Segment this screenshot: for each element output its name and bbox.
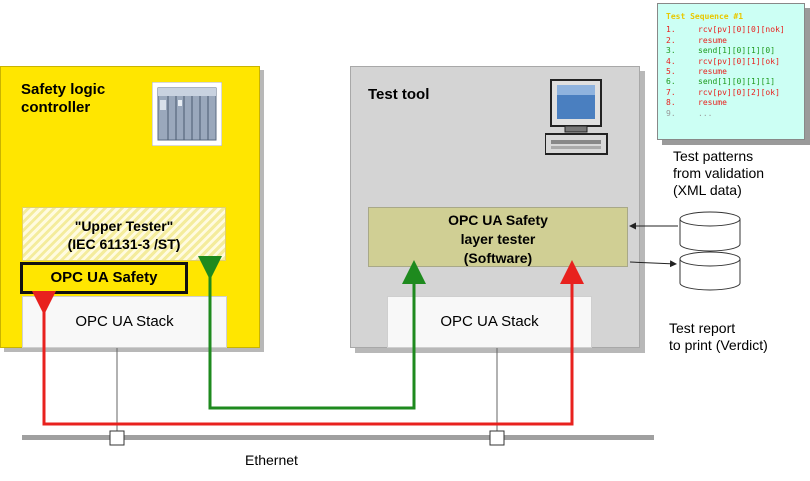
- layer-tester-line2: layer tester: [460, 231, 536, 247]
- test-sequence-step-number: 8.: [666, 98, 676, 108]
- test-sequence-row: 1. rcv[pv][0][0][nok]: [666, 25, 804, 35]
- test-patterns-line1: Test patterns: [673, 148, 754, 164]
- test-sequence-step-number: 9.: [666, 108, 676, 118]
- test-sequence-row: 5. resume: [666, 67, 804, 77]
- layer-tester-line1: OPC UA Safety: [448, 212, 548, 228]
- test-sequence-step-text: ...: [698, 108, 713, 118]
- test-sequence-step-number: 1.: [666, 25, 676, 35]
- test-sequence-step-text: resume: [698, 98, 727, 108]
- test-report-database-icon: [679, 251, 741, 291]
- test-sequence-step-text: rcv[pv][0][2][ok]: [698, 87, 780, 97]
- test-report-label: Test report to print (Verdict): [669, 320, 768, 354]
- ethernet-bus: [22, 435, 654, 440]
- test-sequence-step-text: rcv[pv][0][1][ok]: [698, 56, 780, 66]
- safety-controller-title: Safety logic controller: [21, 81, 105, 117]
- test-patterns-label: Test patterns from validation (XML data): [673, 148, 764, 199]
- test-sequence-step-number: 2.: [666, 35, 676, 45]
- computer-icon: [544, 78, 609, 167]
- test-sequence-card: Test Sequence #1 1. rcv[pv][0][0][nok] 2. r…: [657, 3, 805, 140]
- test-patterns-line2: from validation: [673, 165, 765, 181]
- test-sequence-row: 3. send[1][0][1][0]: [666, 46, 804, 56]
- ethernet-label: Ethernet: [245, 452, 298, 468]
- safety-controller-title-line1: Safety logic: [21, 81, 106, 98]
- test-sequence-step-number: 5.: [666, 67, 676, 77]
- left-network-node: [109, 430, 125, 446]
- test-tool-title: Test tool: [368, 86, 430, 103]
- test-sequence-list: 1. rcv[pv][0][0][nok] 2. resume 3. send[1][0]…: [666, 25, 804, 119]
- test-sequence-step-text: rcv[pv][0][0][nok]: [698, 25, 785, 35]
- upper-tester-box: "Upper Tester" (IEC 61131-3 /ST): [22, 207, 226, 261]
- test-patterns-line3: (XML data): [673, 182, 742, 198]
- test-sequence-row: 4. rcv[pv][0][1][ok]: [666, 57, 804, 67]
- test-sequence-row: 6. send[1][0][1][1]: [666, 77, 804, 87]
- test-sequence-step-number: 6.: [666, 77, 676, 87]
- test-sequence-row: 7. rcv[pv][0][2][ok]: [666, 88, 804, 98]
- safety-controller-title-line2: controller: [21, 99, 91, 116]
- test-sequence-title: Test Sequence #1: [666, 12, 744, 21]
- right-network-node: [489, 430, 505, 446]
- test-sequence-step-text: resume: [698, 35, 727, 45]
- test-patterns-database-icon: [679, 211, 741, 252]
- upper-tester-label: "Upper Tester": [74, 218, 174, 234]
- test-sequence-row: 2. resume: [666, 36, 804, 46]
- plc-icon: [151, 81, 223, 151]
- red-arrow-path: [32, 260, 584, 426]
- test-sequence-step-text: send[1][0][1][1]: [698, 77, 776, 87]
- test-sequence-step-number: 4.: [666, 56, 676, 66]
- test-sequence-step-text: resume: [698, 67, 727, 77]
- test-sequence-row: 8. resume: [666, 98, 804, 108]
- test-sequence-row: 9....: [666, 109, 804, 119]
- test-sequence-step-number: 3.: [666, 46, 676, 56]
- green-arrow-path: [198, 256, 426, 410]
- test-sequence-step-text: send[1][0][1][0]: [698, 46, 776, 56]
- test-report-line2: to print (Verdict): [669, 337, 768, 353]
- upper-tester-standard: (IEC 61131-3 /ST): [67, 236, 181, 252]
- test-sequence-step-number: 7.: [666, 87, 676, 97]
- report-output-arrow: [629, 260, 677, 268]
- test-report-line1: Test report: [669, 320, 736, 336]
